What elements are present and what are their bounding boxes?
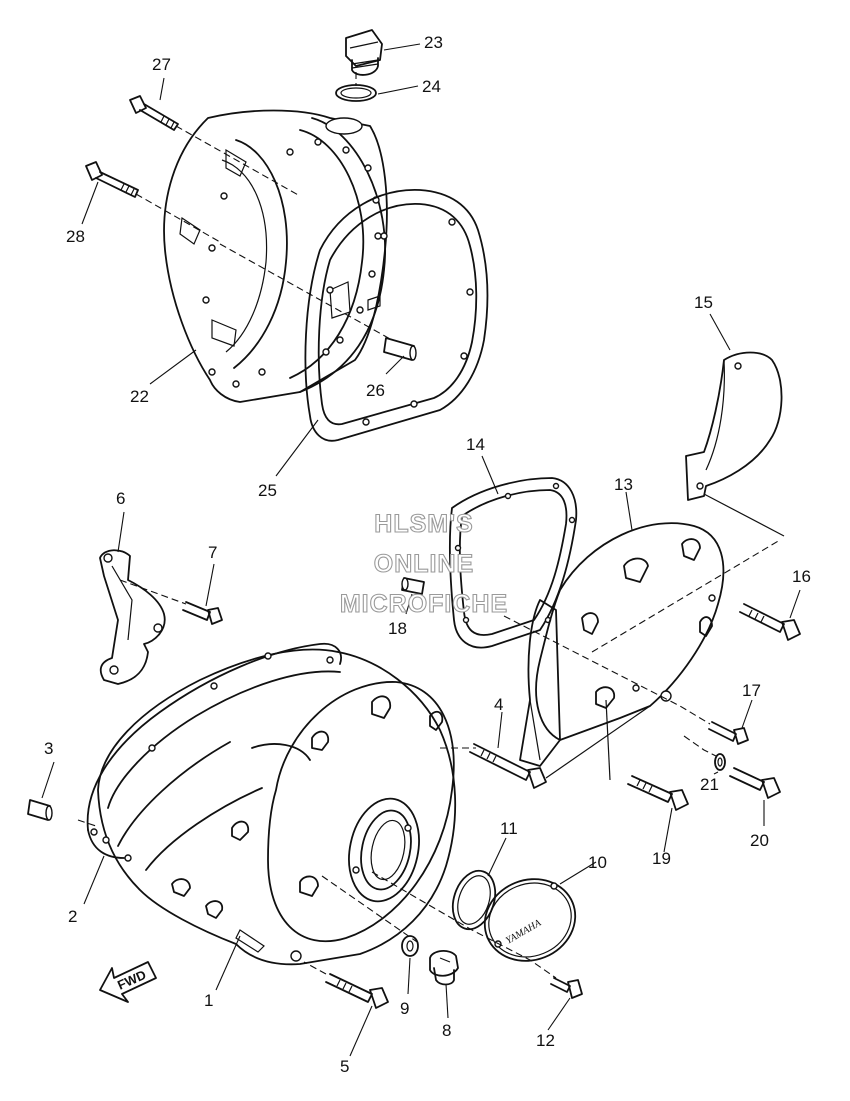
- callout-5: 5: [340, 1057, 349, 1076]
- part-7-bolt: [182, 601, 223, 625]
- callout-leaders: [41, 43, 801, 1057]
- part-4-bolt: [469, 743, 547, 789]
- callout-4: 4: [494, 695, 503, 714]
- part-25-gasket: [304, 189, 489, 442]
- part-10-cover: [483, 878, 577, 962]
- watermark-line-3: MICROFICHE: [340, 590, 508, 618]
- callout-21: 21: [700, 775, 719, 794]
- part-26-dowel-pin: [383, 337, 417, 361]
- callout-22: 22: [130, 387, 149, 406]
- part-9-washer: [401, 935, 419, 957]
- callout-14: 14: [466, 435, 485, 454]
- part-27-bolt: [129, 95, 179, 131]
- callout-16: 16: [792, 567, 811, 586]
- callout-10: 10: [588, 853, 607, 872]
- callout-24: 24: [422, 77, 441, 96]
- cover-logo-text: YAMAHA: [504, 917, 544, 946]
- callout-27: 27: [152, 55, 171, 74]
- part-1-crankcase-cover-left: [97, 648, 457, 966]
- watermark-line-1: HLSM'S: [374, 510, 473, 538]
- part-17-bolt: [708, 721, 749, 745]
- part-28-bolt: [85, 161, 139, 198]
- part-12-screw: [550, 977, 583, 999]
- callout-8: 8: [442, 1021, 451, 1040]
- part-5-bolt: [325, 973, 389, 1009]
- forward-direction-arrow: FWD: [99, 961, 157, 1003]
- callout-23: 23: [424, 33, 443, 52]
- callout-6: 6: [116, 489, 125, 508]
- part-14-gasket: [448, 477, 578, 649]
- part-13-cover: [519, 522, 725, 767]
- callout-25: 25: [258, 481, 277, 500]
- callout-numbers: 23 24 27 28 22 26 25 15 14 13 16 17 18 6…: [44, 33, 811, 1076]
- watermark: HLSM'S ONLINE MICROFICHE: [339, 509, 508, 618]
- part-2-gasket: [86, 642, 342, 862]
- part-19-bolt: [627, 775, 689, 811]
- callout-19: 19: [652, 849, 671, 868]
- callout-26: 26: [366, 381, 385, 400]
- part-6-stay-bracket: [99, 549, 166, 685]
- part-24-o-ring: [335, 84, 377, 102]
- watermark-line-2: ONLINE: [374, 550, 474, 578]
- part-15-bracket: [685, 351, 783, 501]
- callout-13: 13: [614, 475, 633, 494]
- callout-2: 2: [68, 907, 77, 926]
- callout-18: 18: [388, 619, 407, 638]
- part-20-bolt: [729, 767, 781, 799]
- part-18-dowel: [401, 577, 425, 595]
- part-8-plug: [429, 950, 459, 986]
- callout-11: 11: [500, 819, 518, 838]
- callout-20: 20: [750, 831, 769, 850]
- callout-15: 15: [694, 293, 713, 312]
- part-3-dowel-pin: [27, 799, 53, 821]
- callout-3: 3: [44, 739, 53, 758]
- assembly-lines-lower: [77, 493, 785, 979]
- callout-1: 1: [204, 991, 213, 1010]
- callout-12: 12: [536, 1031, 555, 1050]
- part-16-bolt: [739, 603, 801, 641]
- callout-17: 17: [742, 681, 761, 700]
- callout-7: 7: [208, 543, 217, 562]
- callout-9: 9: [400, 999, 409, 1018]
- part-23-oil-filler-cap: [345, 29, 383, 76]
- part-22-crankcase-cover: [163, 109, 388, 403]
- part-21-washer: [714, 753, 726, 771]
- assembly-lines-upper: [135, 72, 393, 341]
- callout-28: 28: [66, 227, 85, 246]
